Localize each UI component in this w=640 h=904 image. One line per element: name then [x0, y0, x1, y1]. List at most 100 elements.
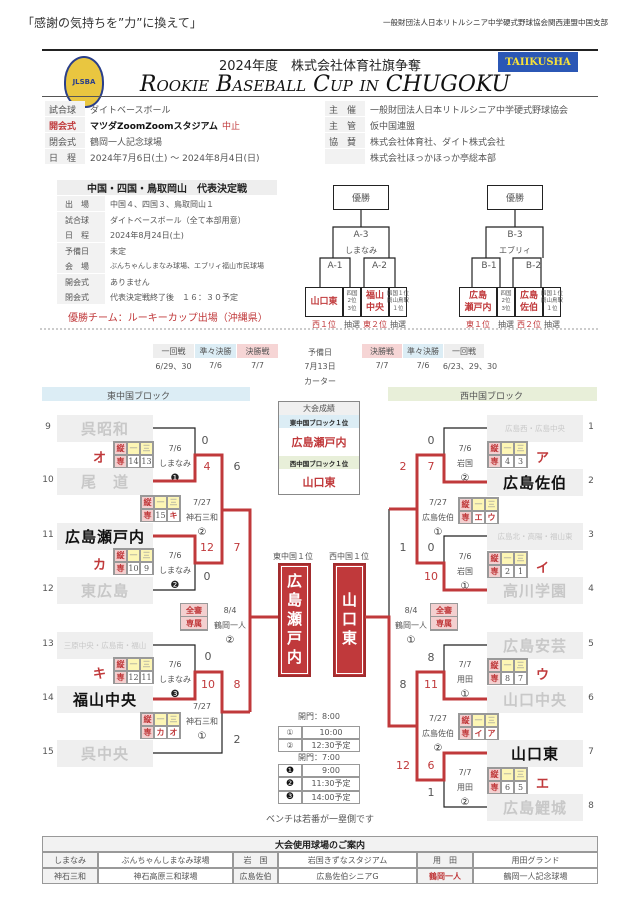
event-subtitle: 2024年度 株式会社体育社旗争奪 [218, 59, 422, 74]
score-cell: 三 [485, 498, 498, 511]
score-cell: 三 [514, 659, 527, 672]
west-line-3 [443, 535, 487, 563]
score-cell: 三 [140, 442, 153, 455]
match-venue: 広島佐伯 [422, 513, 454, 522]
score-cell: オ [167, 726, 180, 739]
info-label: 日 程 [45, 149, 85, 164]
final-venue: エブリィ [499, 246, 531, 255]
results-east-team: 広島瀬戸内 [291, 436, 347, 449]
rep-label: 予備日 [57, 242, 105, 258]
score-cell: 13 [140, 455, 153, 468]
score-cell: 4 [501, 455, 514, 468]
score-cell: カ [154, 726, 167, 739]
round-date: 7/7 [251, 361, 264, 370]
team-seed: 12 [42, 584, 54, 594]
score-cell: 三 [140, 658, 153, 671]
score-cell: 専 [114, 562, 127, 575]
team-box[interactable]: 呉中央 [57, 740, 153, 767]
team-box[interactable]: 広島瀬戸内 [57, 523, 153, 550]
score-cell: 縦 [141, 496, 154, 509]
score-cell: 縦 [114, 549, 127, 562]
rep-team-cell: 四国 2位 3位 [497, 287, 515, 317]
team-box[interactable]: 福山中央 [57, 686, 153, 713]
venue-code: 広島佐伯 [233, 868, 278, 884]
score-cell: ウ [485, 511, 498, 524]
team-box[interactable]: 広島鯉城 [487, 794, 583, 821]
score-cell: 5 [514, 781, 527, 794]
score-cell: 三 [485, 714, 498, 727]
score-cell: 一 [501, 768, 514, 781]
results-east-label: 東中国ブロック１位 [279, 415, 359, 428]
east-line-9 [153, 427, 196, 455]
gate-time-1: 開門：8:00 [298, 712, 340, 721]
final-label: B-3 [507, 230, 523, 240]
match-venue: 岩国 [457, 567, 473, 576]
game-time: 10:00 [302, 726, 360, 739]
score-cell: 専 [459, 511, 472, 524]
info-value: マツダZoomZoomスタジアム [90, 122, 218, 132]
team-box[interactable]: 山口東 [487, 740, 583, 767]
score-table: 縦一三専カオ [140, 712, 181, 739]
score-cell: 一 [472, 714, 485, 727]
score-cell: 一 [154, 496, 167, 509]
match-num: ① [460, 581, 470, 592]
score-cell: 一 [501, 659, 514, 672]
info-value: 株式会社ほっかほっか亭総本部 [370, 154, 497, 164]
reserve-venue: カーター [304, 377, 336, 386]
results-west-label: 西中国ブロック１位 [279, 456, 359, 469]
info-value: ダイトベースボール [90, 106, 171, 116]
score-cell: 一 [127, 658, 140, 671]
east-win-14 [153, 670, 250, 714]
game-number: ❶ [278, 764, 302, 778]
info-value: 2024年7月6日(土) ～ 2024年8月4日(日) [90, 154, 260, 164]
match-venue: 鶴岡一人 [214, 621, 246, 630]
semi-label: A-1 [327, 261, 343, 271]
round-header: 一回戦 [153, 344, 194, 358]
info-label: 試合球 [45, 101, 85, 116]
team-seed: 15 [42, 747, 54, 757]
group-letter: ウ [536, 668, 550, 683]
team-box[interactable]: 尾 道 [57, 468, 153, 495]
info-note: 中止 [222, 122, 241, 132]
score: 12 [200, 541, 214, 554]
score-cell: 一 [127, 549, 140, 562]
score: 7 [233, 541, 241, 554]
team-box[interactable]: 呉昭和 [57, 415, 153, 442]
team-box[interactable]: 三原中央・広島南・福山 [57, 632, 153, 659]
match-venue: 用田 [457, 783, 473, 792]
team-box[interactable]: 山口中央 [487, 686, 583, 713]
team-box[interactable]: 広島西・広島中央 [487, 415, 583, 442]
semi-label: A-2 [372, 261, 387, 271]
rep-cell-caption: 西１位 [312, 320, 336, 329]
match-num: ① [460, 689, 470, 700]
team-box[interactable]: 東広島 [57, 577, 153, 604]
score: 6 [233, 460, 241, 473]
team-box[interactable]: 広島安芸 [487, 632, 583, 659]
round-date: 7/6 [209, 361, 222, 370]
info-label [325, 149, 365, 164]
west-block-header: 西中国ブロック [388, 387, 597, 402]
team-box[interactable]: 広島佐伯 [487, 469, 583, 496]
rep-value: 2024年8月24日(土) [110, 231, 184, 240]
west-win-2 [415, 453, 487, 592]
match-num: ② [460, 473, 470, 484]
info-value: 一般財団法人日本リトルシニア中学硬式野球協会 [370, 106, 569, 116]
east-win-10 [153, 453, 224, 565]
match-date: 7/7 [458, 768, 472, 777]
score-cell: 三 [514, 442, 527, 455]
venue-name: 岩国きずなスタジアム [278, 852, 417, 868]
score-cell: 縦 [141, 713, 154, 726]
rep-cell-caption: 抽選 [544, 320, 560, 329]
team-seed: 8 [588, 801, 594, 811]
game-time: 14:00予定 [302, 790, 360, 804]
match-venue: 広島佐伯 [422, 729, 454, 738]
score-cell: 専 [488, 455, 501, 468]
team-box[interactable]: 高川学園 [487, 577, 583, 604]
score-cell: 10 [127, 562, 140, 575]
round-header: 準々決勝 [195, 344, 236, 358]
score: 0 [203, 570, 211, 583]
team-box[interactable]: 広島北・高陽・福山東 [487, 523, 583, 550]
